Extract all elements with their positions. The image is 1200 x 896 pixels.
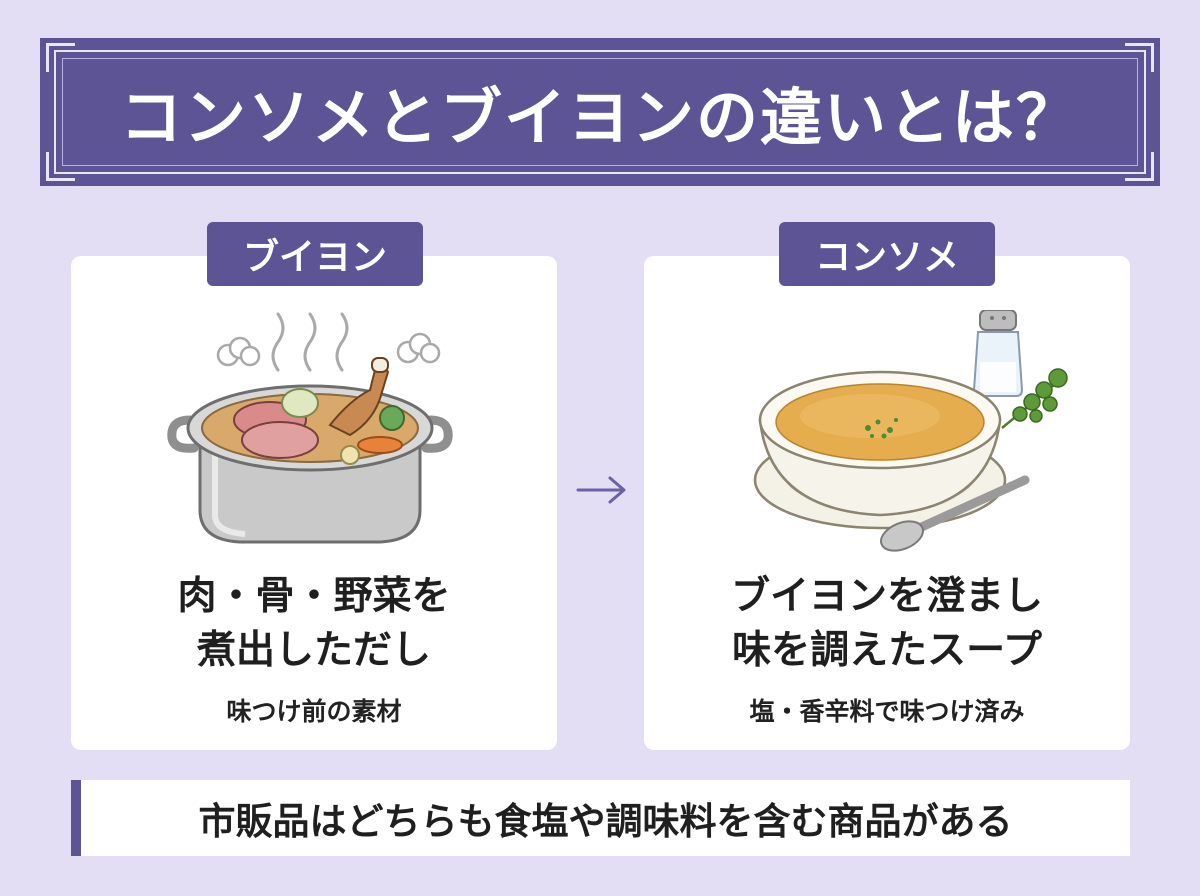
footer-note-text: 市販品はどちらも食塩や調味料を含む商品がある xyxy=(198,800,1013,843)
consomme-line2: 味を調えたスープ xyxy=(732,628,1042,673)
parsley-icon xyxy=(1001,368,1068,429)
spoon-icon xyxy=(880,475,1030,552)
bouillon-description: 肉・骨・野菜を 煮出しただし xyxy=(71,570,557,678)
consomme-description: ブイヨンを澄まし 味を調えたスープ xyxy=(644,570,1130,678)
page-title: コンソメとブイヨンの違いとは？ xyxy=(119,81,1080,154)
bouillon-subtext: 味つけ前の素材 xyxy=(226,697,402,726)
banner-inner-frame xyxy=(62,58,1138,166)
consomme-subtext: 塩・香辛料で味つけ済み xyxy=(749,697,1025,726)
footer-note: 市販品はどちらも食塩や調味料を含む商品がある xyxy=(71,780,1130,856)
bouillon-line2: 煮出しただし xyxy=(196,628,431,673)
consomme-line1: ブイヨンを澄まし xyxy=(730,574,1043,619)
note-accent-bar xyxy=(71,780,81,856)
banner-corner xyxy=(46,152,75,181)
banner-frame xyxy=(54,50,1146,174)
banner-corner xyxy=(1125,43,1154,72)
salt-shaker-icon xyxy=(972,310,1024,397)
bouillon-line1: 肉・骨・野菜を xyxy=(177,574,451,619)
banner-corner xyxy=(1125,152,1154,181)
stock-pot-icon xyxy=(167,312,453,544)
soup-bowl-icon xyxy=(753,310,1068,552)
arrow-right-icon xyxy=(576,476,626,504)
title-banner: コンソメとブイヨンの違いとは？ xyxy=(40,38,1160,186)
consomme-tag: コンソメ xyxy=(779,222,995,286)
banner-corner xyxy=(46,43,75,72)
bouillon-tag: ブイヨン xyxy=(207,222,423,286)
